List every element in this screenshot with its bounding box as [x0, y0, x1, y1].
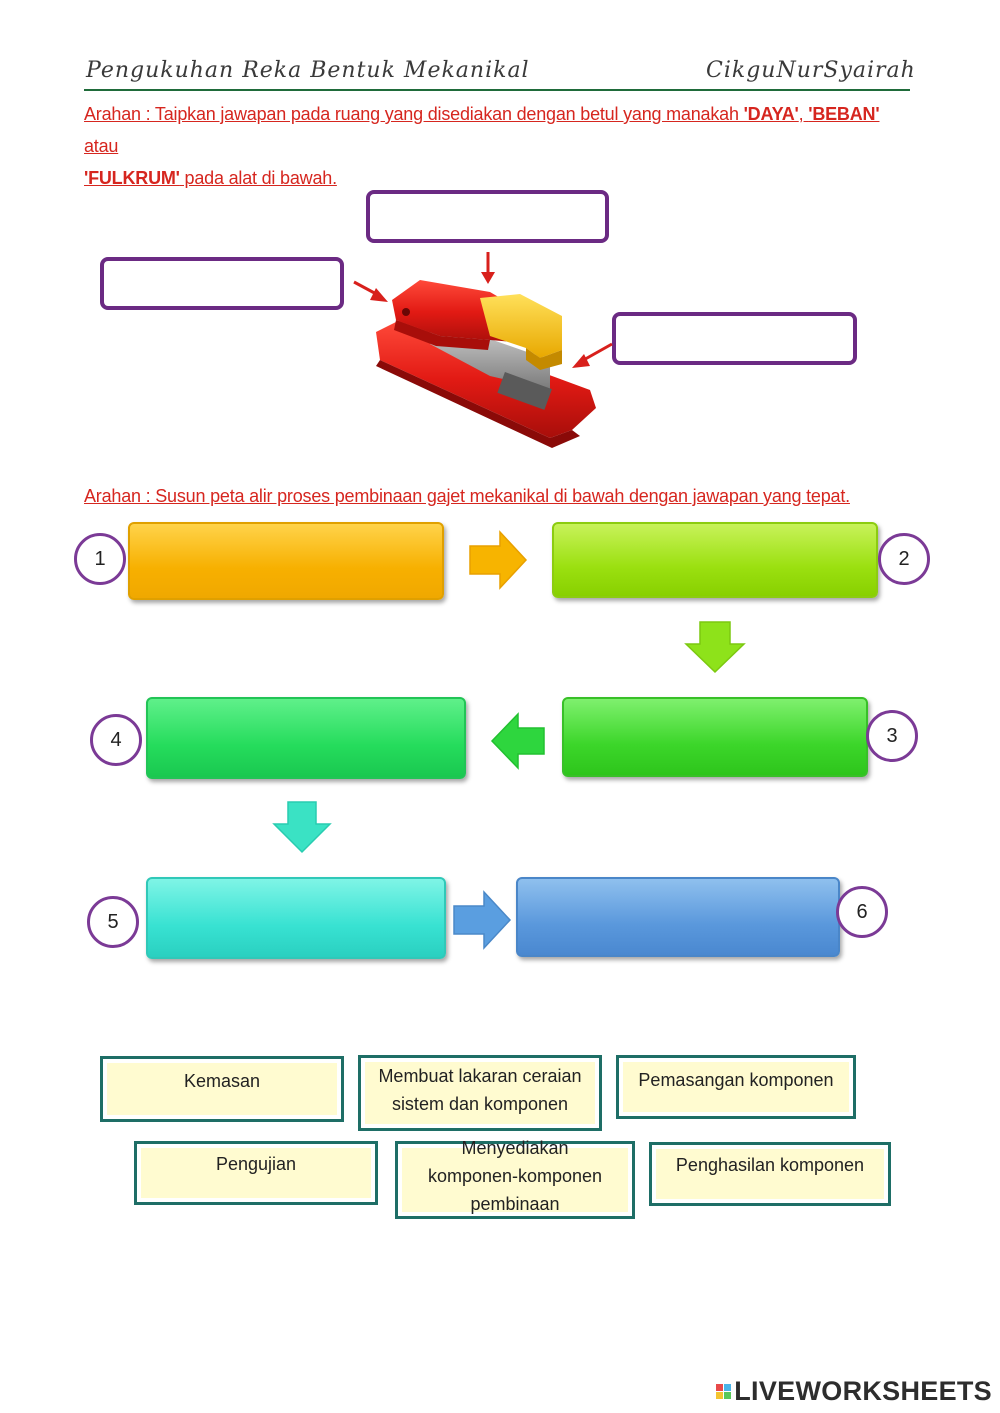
answer-box-right[interactable] [612, 312, 857, 365]
author-name: CikguNurSyairah [706, 58, 916, 83]
header-divider [84, 89, 910, 91]
option-label-5: Menyediakan komponen-komponen pembinaan [402, 1138, 628, 1214]
step-number-5: 5 [87, 896, 139, 948]
liveworksheets-logo-icon [716, 1384, 732, 1399]
stapler-illustration [353, 252, 613, 448]
arrow-right-1-icon [469, 530, 528, 590]
term-daya: 'DAYA' [743, 104, 799, 124]
flow-box-6[interactable] [516, 877, 840, 957]
flow-box-4[interactable] [146, 697, 466, 779]
arrow-right-2-icon [453, 890, 512, 950]
arrow-down-1-icon [684, 621, 746, 674]
liveworksheets-logo: LIVEWORKSHEETS [716, 1376, 992, 1407]
option-label-2: Membuat lakaran ceraian sistem dan kompo… [365, 1062, 595, 1124]
worksheet-title: Pengukuhan Reka Bentuk Mekanikal [86, 58, 530, 83]
answer-input-right[interactable] [616, 316, 853, 361]
flow-box-2[interactable] [552, 522, 878, 598]
flow-input-3[interactable] [564, 699, 866, 775]
flow-box-3[interactable] [562, 697, 868, 777]
flow-input-5[interactable] [148, 879, 444, 957]
flow-input-1[interactable] [130, 524, 442, 598]
flow-input-6[interactable] [518, 879, 838, 955]
option-label-3: Pemasangan komponen [623, 1062, 849, 1112]
step-number-2: 2 [878, 533, 930, 585]
arrow-right-icon [572, 342, 613, 368]
term-fulkrum: 'FULKRUM' [84, 168, 180, 188]
option-card-6[interactable]: Penghasilan komponen [649, 1142, 891, 1206]
term-beban: 'BEBAN' [808, 104, 880, 124]
option-label-4: Pengujian [141, 1148, 371, 1198]
step-number-4: 4 [90, 714, 142, 766]
option-card-2[interactable]: Membuat lakaran ceraian sistem dan kompo… [358, 1055, 602, 1131]
answer-box-top[interactable] [366, 190, 609, 243]
arrow-left-1-icon [490, 712, 545, 770]
step-number-6: 6 [836, 886, 888, 938]
logo-text: LIVEWORKSHEETS [734, 1376, 992, 1406]
instruction-section-2: Arahan : Susun peta alir proses pembinaa… [84, 486, 850, 506]
arrow-top-icon [481, 252, 495, 284]
flow-input-4[interactable] [148, 699, 464, 777]
option-card-3[interactable]: Pemasangan komponen [616, 1055, 856, 1119]
answer-input-top[interactable] [370, 194, 605, 239]
option-card-5[interactable]: Menyediakan komponen-komponen pembinaan [395, 1138, 635, 1219]
flow-input-2[interactable] [554, 524, 876, 596]
answer-box-left[interactable] [100, 257, 344, 310]
option-card-1[interactable]: Kemasan [100, 1056, 344, 1122]
flow-box-1[interactable] [128, 522, 444, 600]
step-number-3: 3 [866, 710, 918, 762]
arrow-down-2-icon [272, 801, 332, 854]
option-label-1: Kemasan [107, 1063, 337, 1115]
instruction-section-1: Arahan : Taipkan jawapan pada ruang yang… [84, 104, 880, 188]
option-label-6: Penghasilan komponen [656, 1149, 884, 1199]
flow-box-5[interactable] [146, 877, 446, 959]
step-number-1: 1 [74, 533, 126, 585]
arrow-left-icon [353, 280, 388, 302]
option-card-4[interactable]: Pengujian [134, 1141, 378, 1205]
answer-input-left[interactable] [104, 261, 340, 306]
